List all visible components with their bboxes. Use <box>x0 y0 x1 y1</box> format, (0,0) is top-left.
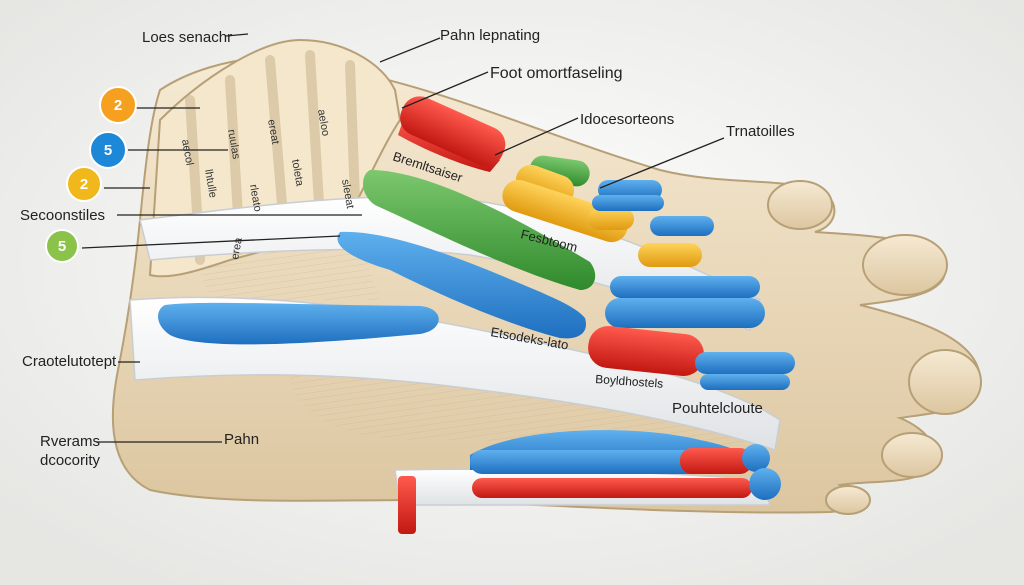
toe-1 <box>767 180 833 230</box>
label-pahn: Pahn <box>224 431 259 448</box>
metatarsal-bone-4 <box>305 50 325 225</box>
leader-foot <box>401 71 489 109</box>
leader-trnatoilles <box>599 137 725 189</box>
metatarsal-bone-5 <box>345 60 360 205</box>
leader-pahn-lepnating <box>379 37 441 63</box>
column-text-item: aeloo <box>315 108 331 137</box>
label-pouhtelcloute: Pouhtelcloute <box>672 400 763 417</box>
red-tendon-bottom <box>472 478 752 498</box>
red-heel-strap <box>398 476 416 534</box>
leader-badge-4 <box>81 235 341 249</box>
red-tendon-bottom-right <box>680 448 752 474</box>
column-text-item: sleeat <box>339 178 356 209</box>
midfoot-fibers <box>200 240 380 300</box>
leader-loes <box>225 33 249 37</box>
badge-number: 5 <box>104 142 112 159</box>
badge-number: 2 <box>114 97 122 114</box>
badge-number: 5 <box>58 238 66 255</box>
blue-joint-2 <box>749 468 781 500</box>
inner-label-boyldhostels: Boyldhostels <box>595 372 664 391</box>
column-text-item: rleato <box>247 183 264 212</box>
badge-circle <box>66 166 102 202</box>
label-trnatoilles: Trnatoilles <box>726 123 795 140</box>
badge-circle <box>45 229 79 263</box>
column-text-item: toleta <box>289 158 306 187</box>
number-badge-4: 5 <box>45 229 79 263</box>
label-dcocority: dcocority <box>40 452 101 469</box>
number-badge-1: 2 <box>99 86 137 124</box>
label-loes-senachr: Loes senachr <box>142 29 232 46</box>
green-muscle <box>363 170 596 290</box>
badge-circle <box>99 86 137 124</box>
toe-4 <box>881 432 943 478</box>
outer-labels: Loes senachr Pahn lepnating Foot omortfa… <box>20 27 795 469</box>
yellow-tendon-3 <box>588 208 634 230</box>
column-text-item: erea <box>229 236 245 261</box>
number-badge-3: 2 <box>66 166 102 202</box>
blue-tendon-heel <box>158 302 439 345</box>
column-text-item: lhtulle <box>202 168 219 198</box>
label-craotelutotept: Craotelutotept <box>22 353 117 370</box>
blue-tendon-middle-b <box>700 374 790 390</box>
badge-circle <box>89 131 127 169</box>
blue-tendon-middle <box>695 352 795 374</box>
muscle-tendons <box>158 96 795 534</box>
toe-3 <box>908 349 982 415</box>
blue-tendon-toe-3b <box>605 298 765 328</box>
blue-tendon-toe-2 <box>650 216 714 236</box>
column-text-item: ruulas <box>225 128 242 160</box>
toe-2 <box>862 234 948 296</box>
toe-5 <box>825 485 871 515</box>
red-tendon-main <box>400 96 506 167</box>
column-text-item: aecol <box>179 138 195 166</box>
column-text-group: aecol lhtulle ruulas rleato ereat toleta aeloo… <box>179 108 356 260</box>
blue-tendon-toe-3 <box>610 276 760 298</box>
number-badge-2: 5 <box>89 131 127 169</box>
blue-tendon-toe-1b <box>592 195 664 211</box>
label-pahn-lepnating: Pahn lepnating <box>440 27 540 44</box>
blue-joint-1 <box>742 444 770 472</box>
blue-tendon-bottom <box>470 450 750 474</box>
leader-idocesorteons <box>494 117 579 156</box>
label-rverams: Rverams <box>40 433 100 450</box>
label-idocesorteons: Idocesorteons <box>580 111 674 128</box>
badge-number: 2 <box>80 176 88 193</box>
column-text-item: ereat <box>265 118 281 145</box>
label-secoonstiles: Secoonstiles <box>20 207 105 224</box>
yellow-tendon-4 <box>638 243 702 267</box>
label-foot-omortfaseling: Foot omortfaseling <box>490 65 623 82</box>
red-tendon-middle <box>588 326 704 376</box>
leader-lines <box>81 33 725 443</box>
blue-tendon-long <box>337 231 586 339</box>
